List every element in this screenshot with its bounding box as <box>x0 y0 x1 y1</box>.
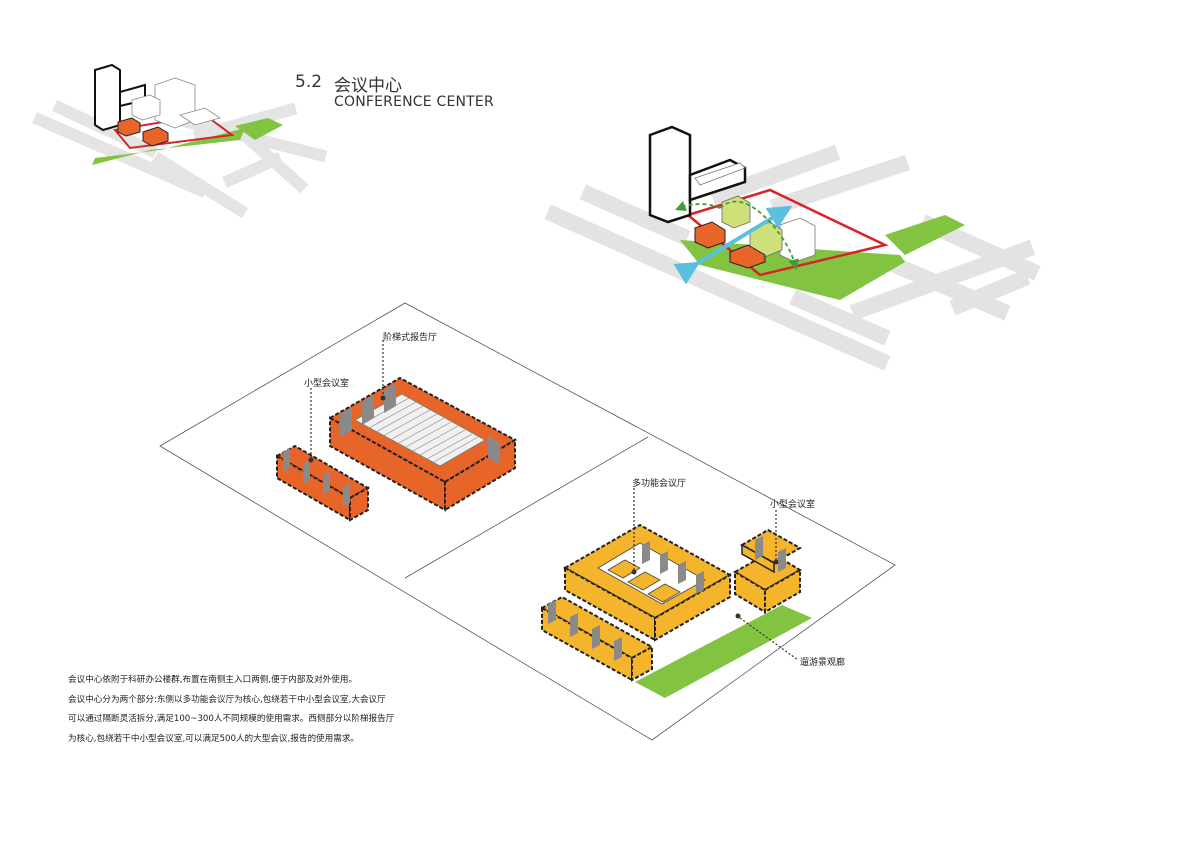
leader-dots <box>308 395 779 619</box>
east-small-rooms-right <box>733 528 803 614</box>
plan-frame <box>159 302 896 741</box>
description-text: 会议中心依附于科研办公楼群,布置在南侧主入口两侧,便于内部及对外使用。 会议中心… <box>68 671 488 749</box>
small-site-tower <box>94 63 146 132</box>
west-rooms-side <box>349 486 369 522</box>
east-small-rooms-front <box>539 595 655 682</box>
small-site-map <box>32 63 328 219</box>
leader-lines <box>310 340 799 661</box>
east-front-dividers <box>548 600 622 661</box>
label-multi-function-hall: 多功能会议厅 <box>632 479 687 489</box>
east-front-side <box>631 645 653 682</box>
large-site-arrows <box>673 200 799 285</box>
mfh-dividers <box>642 541 704 594</box>
label-small-meeting-right: 小型会议室 <box>770 500 816 510</box>
large-site-map <box>544 125 1041 371</box>
section-number: 5.2 <box>295 72 323 92</box>
page-subtitle: CONFERENCE CENTER <box>334 94 494 110</box>
small-site-green-park <box>235 118 283 140</box>
mfh-rooms <box>607 559 681 603</box>
east-right-dividers <box>755 536 786 572</box>
mfh-front <box>564 566 656 642</box>
mfh-side <box>654 573 731 642</box>
landscape-green-band <box>635 605 812 698</box>
lecture-hall-inner-walls <box>340 383 500 465</box>
label-landscape-corridor: 遛游景观廊 <box>800 658 846 668</box>
description-line-1: 会议中心依附于科研办公楼群,布置在南侧主入口两侧,便于内部及对外使用。 <box>68 675 358 685</box>
west-small-rooms-block <box>274 444 371 522</box>
lecture-hall-block <box>327 376 518 512</box>
description-line-2: 会议中心分为两个部分:东侧以多功能会议厅为核心,包绕若干中小型会议室,大会议厅 <box>68 694 386 705</box>
large-site-green-park <box>885 215 965 255</box>
page-title: 会议中心 <box>334 76 402 96</box>
multi-function-hall-block <box>562 523 733 642</box>
small-site-roads <box>32 100 328 219</box>
east-right-side <box>764 568 801 614</box>
small-site-buildings <box>131 77 221 129</box>
label-lecture-hall: 阶梯式报告厅 <box>383 333 438 343</box>
mfh-inner-court <box>597 542 706 605</box>
description-line-3: 可以通过隔断灵活拆分,满足100~300人不同规模的使用需求。西侧部分以阶梯报告… <box>68 714 395 724</box>
large-site-roads <box>544 144 1041 371</box>
lecture-hall-seat-rows <box>361 397 479 464</box>
description-line-4: 为核心,包绕若干中小型会议室,可以满足500人的大型会议,报告的使用需求。 <box>68 733 360 744</box>
east-front-face <box>541 606 633 682</box>
small-site-conference-blocks <box>117 117 169 147</box>
label-small-meeting-left: 小型会议室 <box>304 379 350 389</box>
west-rooms-dividers <box>283 448 350 507</box>
